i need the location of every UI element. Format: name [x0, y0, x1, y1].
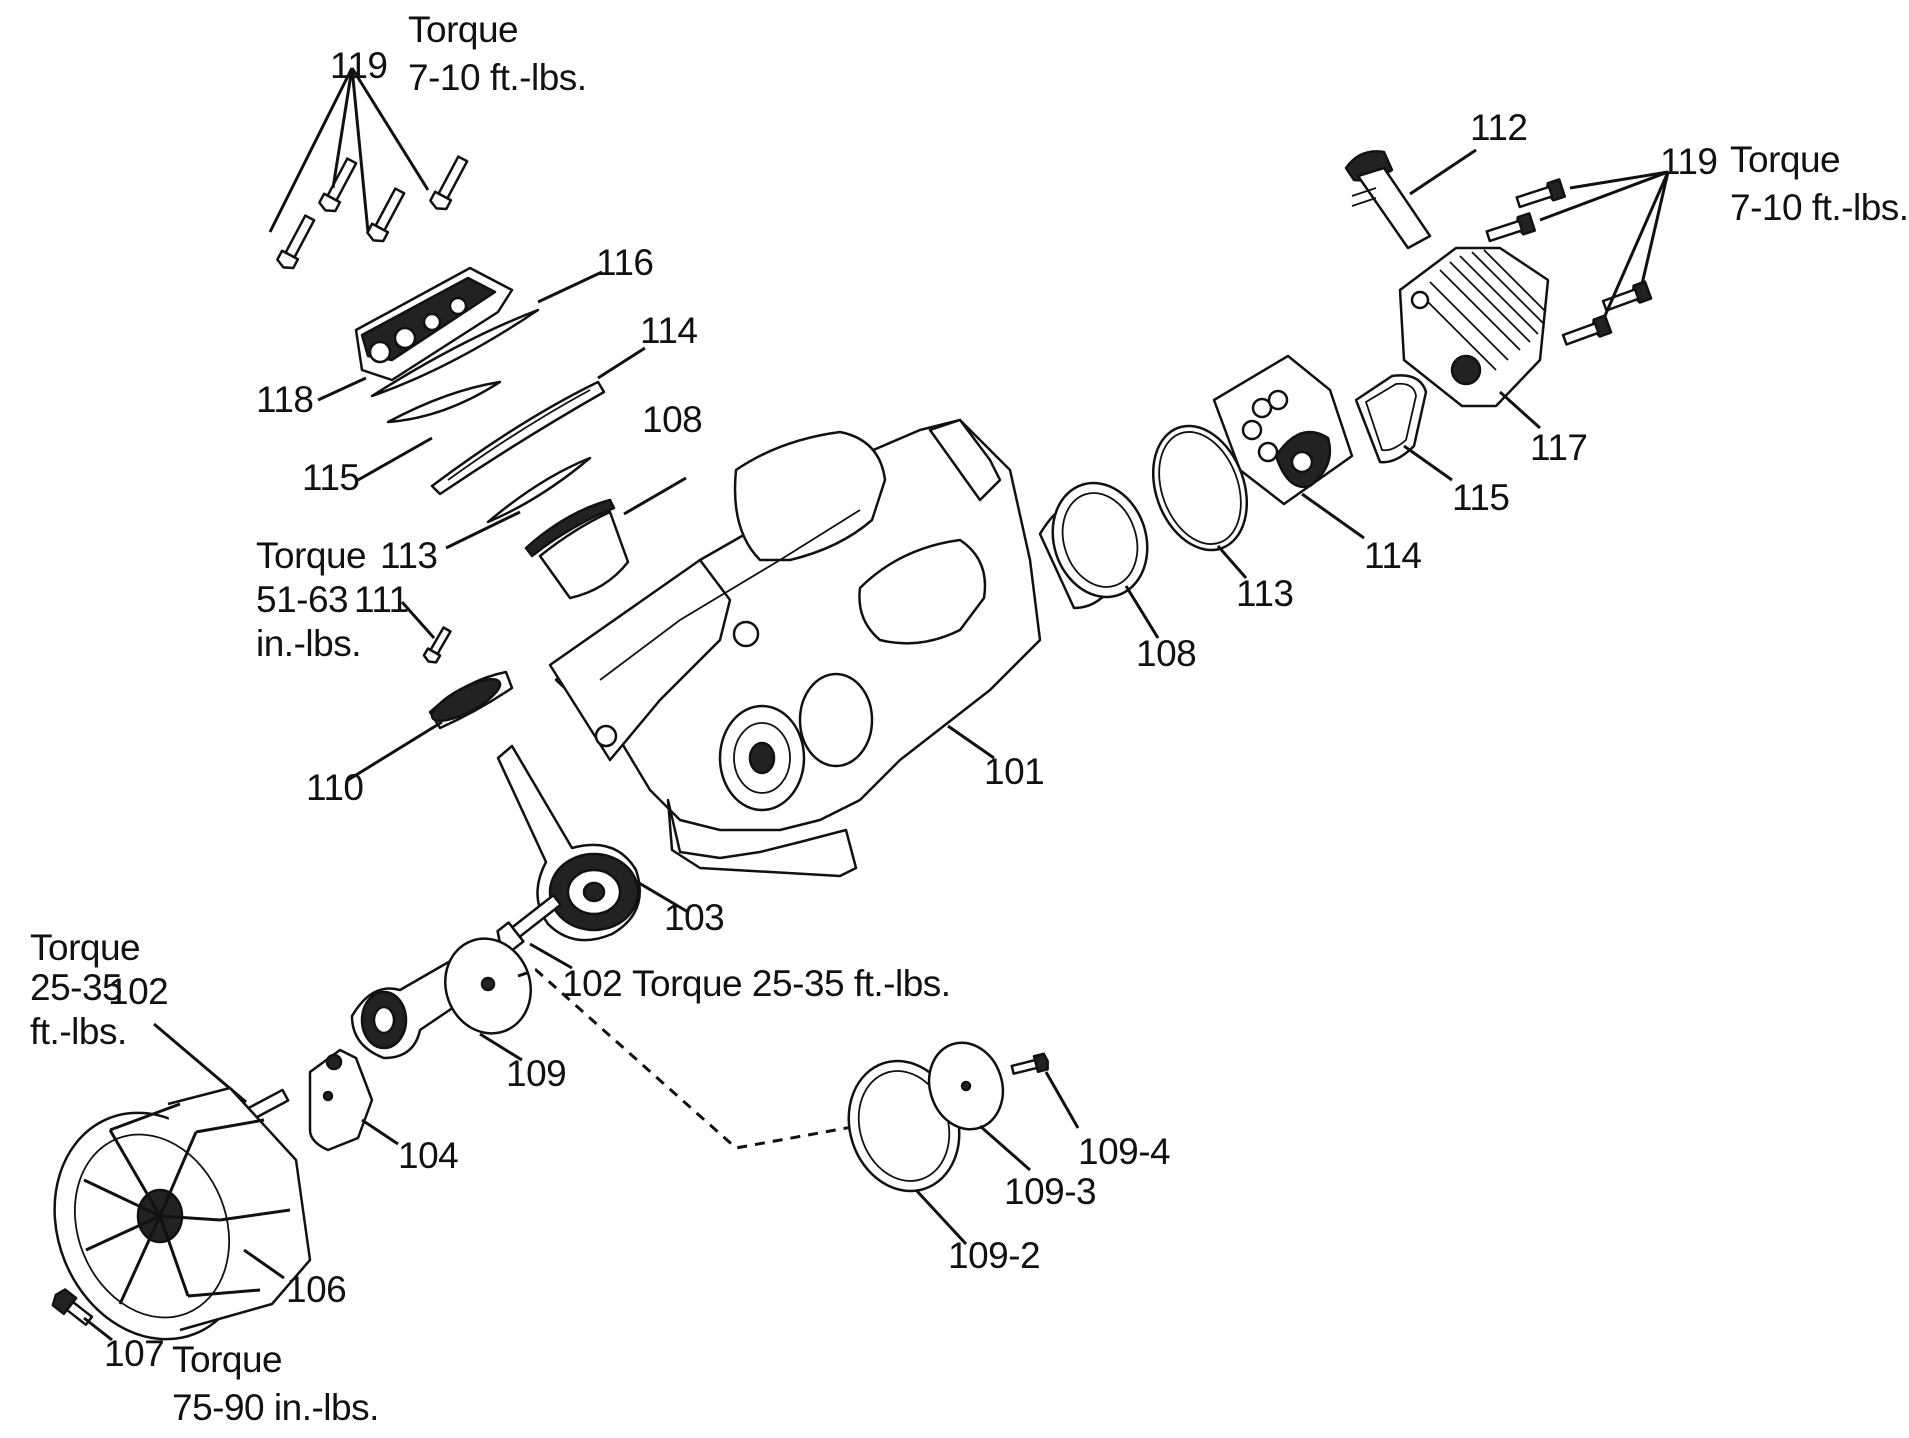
label-116: 116: [596, 242, 654, 283]
torque-102-upper: Torque 25-35 ft.-lbs.: [632, 963, 951, 1004]
label-109-3: 109-3: [1004, 1171, 1096, 1212]
part-104-counterweight: [308, 1048, 399, 1152]
label-114-left: 114: [640, 310, 698, 351]
label-104: 104: [398, 1135, 458, 1176]
torque-102-lower-line3: ft.-lbs.: [30, 1011, 127, 1052]
torque-102-lower-line2: 25-35: [30, 967, 122, 1008]
torque-111-line3: in.-lbs.: [256, 623, 361, 664]
part-110-bearing: [347, 670, 514, 782]
label-118: 118: [256, 379, 314, 420]
label-108-right: 108: [1136, 633, 1196, 674]
part-108-cylinder-sleeve-right: [1038, 481, 1160, 639]
label-103: 103: [664, 897, 724, 938]
label-113-right: 113: [1236, 573, 1294, 614]
part-117-cylinder-head-right: [1398, 246, 1550, 430]
torque-119-right-line1: Torque: [1730, 139, 1840, 180]
part-109-3-disc: [927, 1041, 1031, 1172]
torque-119-left-line2: 7-10 ft.-lbs.: [408, 57, 587, 98]
part-119-bolts-right: [1485, 170, 1670, 346]
label-114-right: 114: [1364, 535, 1422, 576]
label-115-right: 115: [1452, 477, 1510, 518]
label-110: 110: [306, 767, 364, 808]
part-113-gasket-left: [445, 456, 592, 550]
label-102-lower: 102: [108, 971, 168, 1012]
callout-labels: 119 Torque 7-10 ft.-lbs. 116 114 118 108…: [30, 9, 1909, 1428]
label-113-left: 113: [380, 535, 438, 576]
part-106-fan: [53, 1086, 312, 1341]
torque-119-left-line1: Torque: [408, 9, 518, 50]
part-101-crankcase: [548, 418, 1042, 878]
part-119-bolts-left: [268, 67, 469, 270]
label-109-2: 109-2: [948, 1235, 1040, 1276]
part-107-screw: [51, 1288, 113, 1342]
part-116-gasket: [370, 270, 603, 398]
part-112-intake: [1344, 148, 1477, 250]
torque-119-right-line2: 7-10 ft.-lbs.: [1730, 187, 1909, 228]
part-114-valve-plate-left: [430, 346, 646, 496]
part-114-valve-plate-right: [1212, 354, 1365, 540]
label-109: 109: [506, 1053, 566, 1094]
torque-107-line2: 75-90 in.-lbs.: [172, 1387, 379, 1428]
label-102-upper: 102: [562, 963, 622, 1004]
torque-107-line1: Torque: [172, 1339, 282, 1380]
label-106: 106: [286, 1269, 346, 1310]
part-118-cylinder-head: [317, 266, 514, 402]
part-115-gasket-left: [357, 380, 502, 482]
torque-102-lower-line1: Torque: [30, 927, 140, 968]
part-109-4-screw: [1010, 1052, 1080, 1129]
part-113-gasket-right: [1151, 424, 1249, 579]
torque-111-line2: 51-63: [256, 579, 348, 620]
label-109-4: 109-4: [1078, 1131, 1170, 1172]
part-111-screw: [400, 601, 452, 664]
torque-111-line1: Torque: [256, 535, 366, 576]
label-119-right: 119: [1660, 141, 1718, 182]
label-119-left: 119: [330, 45, 388, 86]
label-108-left: 108: [642, 399, 702, 440]
part-115-gasket-right: [1354, 374, 1453, 482]
label-117: 117: [1530, 427, 1588, 468]
label-112: 112: [1470, 107, 1528, 148]
part-108-cylinder-sleeve-left: [524, 476, 687, 600]
part-103-connecting-rod: [496, 744, 689, 942]
label-111: 111: [354, 579, 409, 620]
label-101: 101: [984, 751, 1044, 792]
label-115-left: 115: [302, 457, 360, 498]
label-107: 107: [104, 1333, 164, 1374]
part-109-piston-rod-assembly: [350, 937, 881, 1150]
